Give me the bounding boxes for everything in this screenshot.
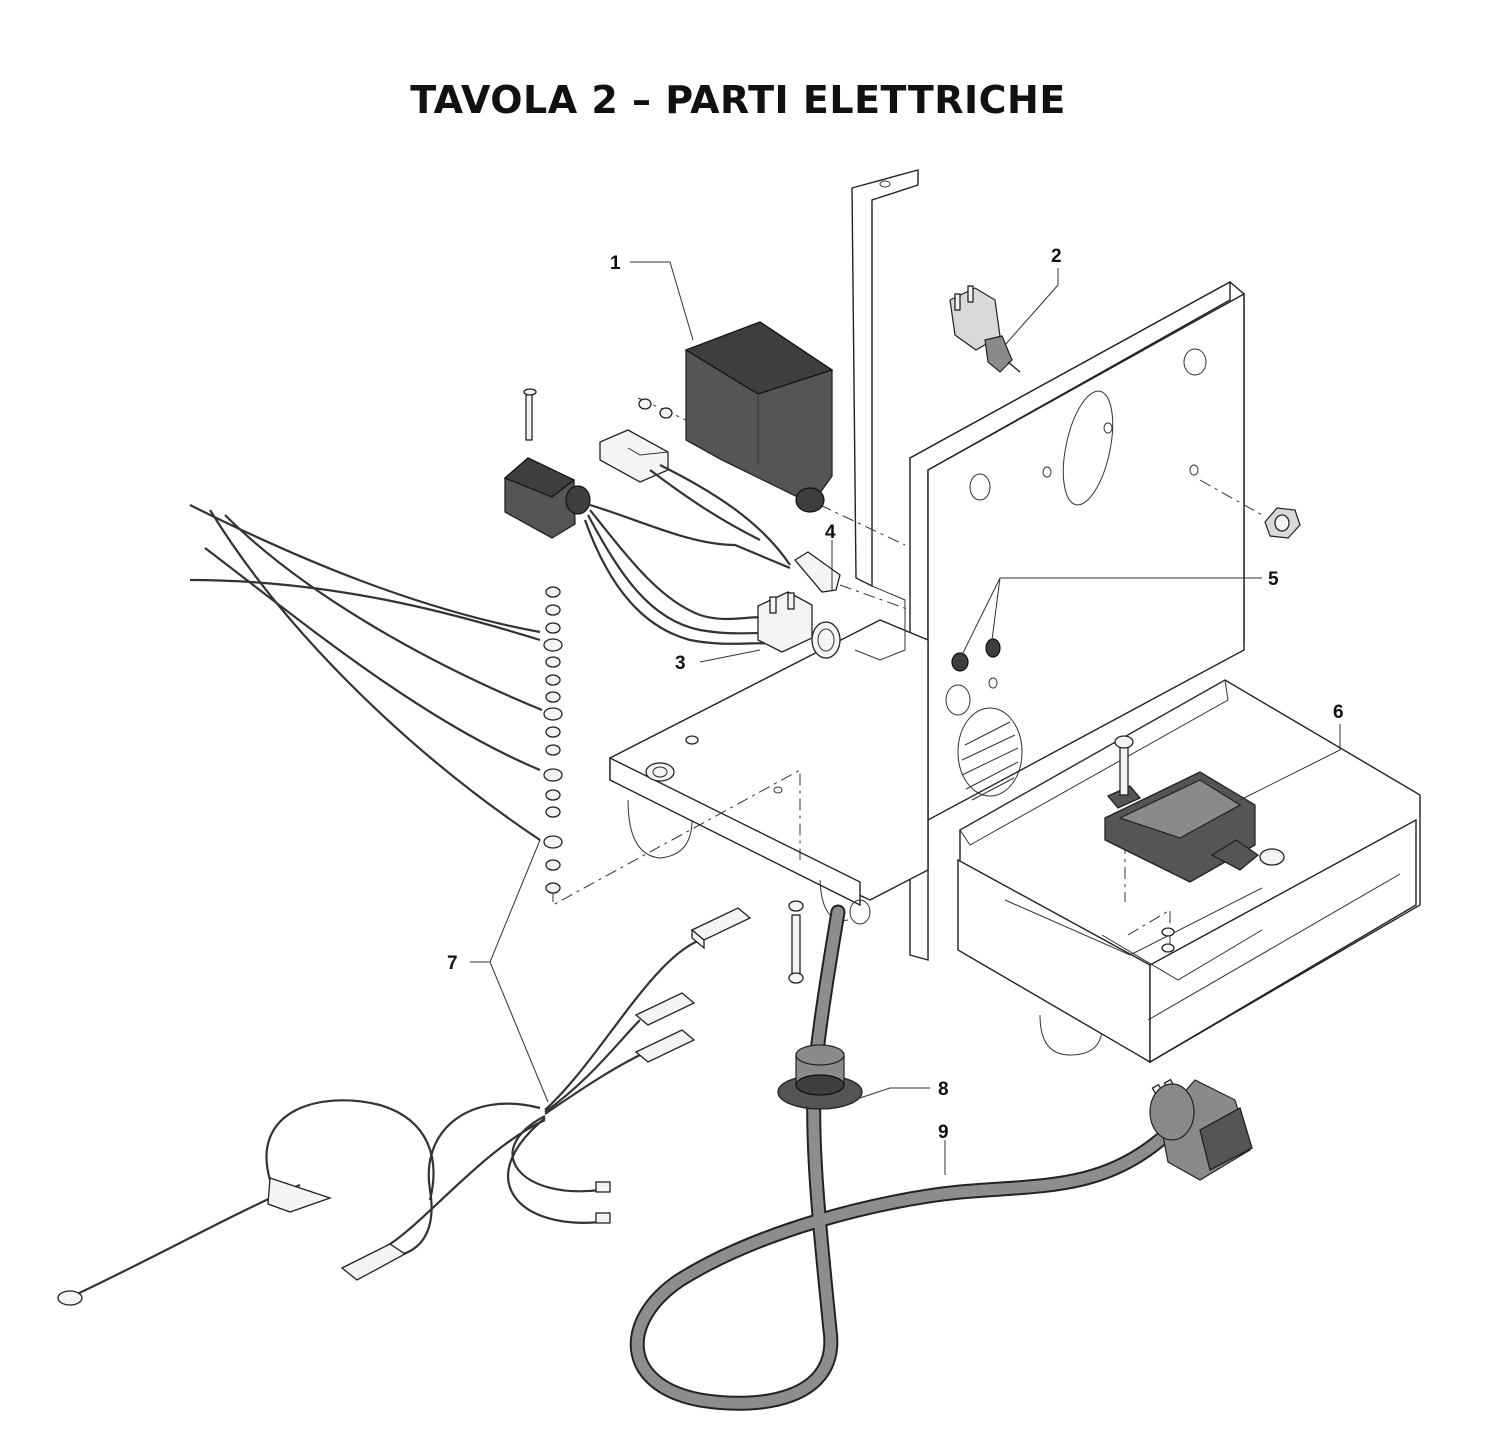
part-8-grommet xyxy=(777,1044,863,1110)
internal-wiring xyxy=(583,464,841,647)
plug-connector xyxy=(599,429,669,483)
part-3-switch xyxy=(757,591,841,659)
washer-stack xyxy=(543,586,563,894)
callout-9: 9 xyxy=(938,1122,949,1143)
part-6-box xyxy=(1104,735,1285,953)
solenoid-coil xyxy=(503,388,591,539)
part-5-lamps xyxy=(951,638,1001,672)
wire-harness xyxy=(57,907,752,1306)
callout-6: 6 xyxy=(1333,702,1344,723)
chassis-frame xyxy=(609,169,1421,1064)
page-title: TAVOLA 2 – PARTI ELETTRICHE xyxy=(410,78,1066,122)
screw xyxy=(788,900,804,984)
hex-nut xyxy=(1264,507,1301,539)
callout-1: 1 xyxy=(610,253,621,274)
schuko-plug xyxy=(1149,1078,1253,1181)
leader-lines xyxy=(470,261,1341,1175)
callout-2: 2 xyxy=(1051,246,1062,267)
part-7-ground-wires xyxy=(189,504,563,894)
callout-4: 4 xyxy=(825,522,836,543)
callout-8: 8 xyxy=(938,1079,949,1100)
callout-3: 3 xyxy=(675,653,686,674)
part-2-micro-switch xyxy=(949,285,1021,373)
part-1-control-box xyxy=(638,321,834,513)
callout-5: 5 xyxy=(1268,569,1279,590)
callout-7: 7 xyxy=(447,953,458,974)
